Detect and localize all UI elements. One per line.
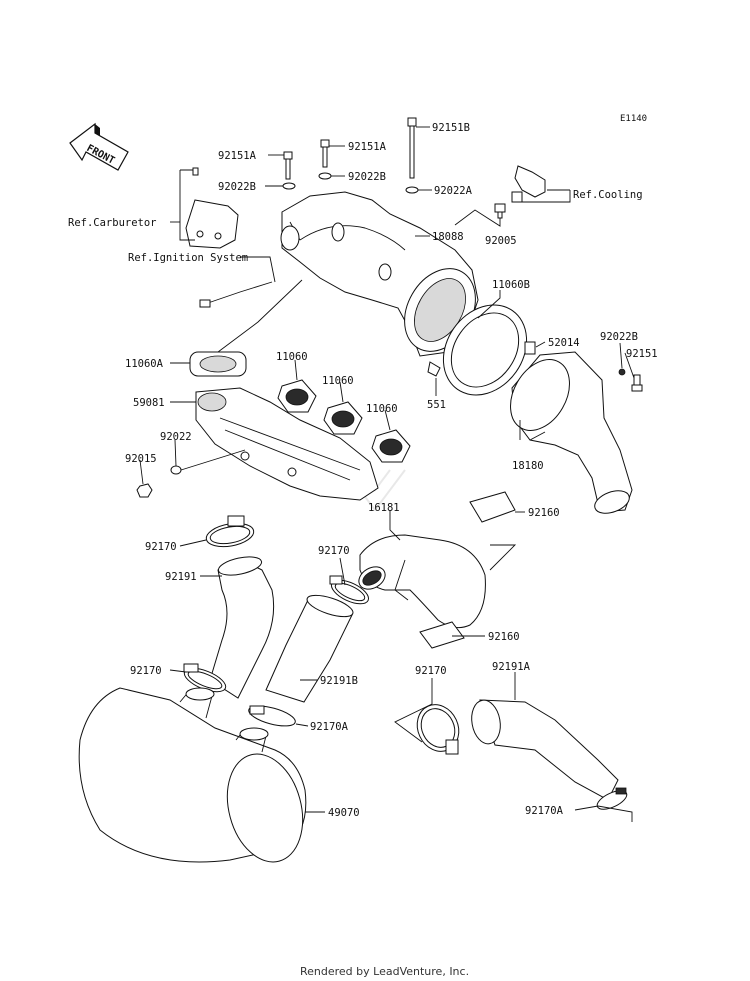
muffler-49070 [78, 687, 307, 863]
label-11060A: 11060A [125, 358, 164, 370]
stud-52014 [524, 341, 536, 355]
label-92151: 92151 [626, 348, 658, 360]
washer-92022 [170, 465, 182, 475]
elbow-18180 [510, 351, 633, 514]
label-92170A-lower: 92170A [525, 805, 564, 817]
label-11060-3: 11060 [366, 403, 398, 415]
label-92170A-mid: 92170A [310, 721, 349, 733]
label-18088: 18088 [432, 231, 464, 243]
pad-92160-upper [469, 491, 516, 523]
label-92015: 92015 [125, 453, 157, 465]
label-551: 551 [427, 399, 446, 411]
chamber-16181 [358, 534, 486, 629]
diagram-code: E1140 [620, 114, 647, 124]
gasket-11060B [442, 304, 528, 396]
clip-551 [427, 361, 441, 377]
nut-92015 [136, 483, 153, 498]
hose-92191B [265, 594, 354, 703]
label-16181: 16181 [368, 502, 400, 514]
label-11060-1: 11060 [276, 351, 308, 363]
label-59081: 59081 [133, 397, 165, 409]
label-92022B-right: 92022B [348, 171, 386, 183]
label-92170-upper: 92170 [145, 541, 177, 553]
label-18180: 18180 [512, 460, 544, 472]
label-92151A-left: 92151A [218, 150, 257, 162]
washer-92022B-elbow [618, 368, 626, 376]
label-92022B-elbow: 92022B [600, 331, 638, 343]
part-labels: 92151B 92151A 92151A 92022B 92022B 92022… [68, 122, 658, 819]
label-92191B: 92191B [320, 675, 358, 687]
hose-92191 [209, 556, 275, 699]
label-ref-ignition: Ref.Ignition System [128, 252, 248, 264]
leader-lines [139, 126, 635, 822]
manifold-59081 [195, 387, 379, 501]
cooling-hose-fitting [511, 165, 546, 203]
label-92005: 92005 [485, 235, 517, 247]
clamp-92170-upper [205, 515, 255, 548]
front-arrow-icon: FRONT [69, 122, 129, 171]
bolt-92151A-right [320, 139, 330, 168]
hose-92191A [471, 699, 619, 801]
clamp-92170A-mid [248, 705, 296, 727]
fitting-92005 [494, 203, 506, 219]
label-49070: 49070 [328, 807, 360, 819]
label-92170-lower: 92170 [130, 665, 162, 677]
gasket-11060-1 [277, 379, 317, 413]
label-11060-2: 11060 [322, 375, 354, 387]
gasket-11060-3 [371, 429, 411, 463]
label-52014: 52014 [548, 337, 580, 349]
washer-92022B-left [282, 182, 296, 190]
carburetor-bracket [185, 199, 239, 249]
label-92151B: 92151B [432, 122, 470, 134]
clamp-92170-middle [329, 575, 370, 605]
small-bolt-carburetor [192, 167, 199, 176]
washer-92022A [405, 186, 419, 194]
bolt-92151A-left [283, 151, 293, 180]
label-92160-lower: 92160 [488, 631, 520, 643]
label-11060B: 11060B [492, 279, 530, 291]
label-ref-carburetor: Ref.Carburetor [68, 217, 157, 229]
label-92170-right: 92170 [415, 665, 447, 677]
washer-92022B-right [318, 172, 332, 180]
ignition-wire [199, 281, 273, 308]
label-92022B-left: 92022B [218, 181, 256, 193]
label-ref-cooling: Ref.Cooling [573, 189, 643, 201]
label-92191: 92191 [165, 571, 197, 583]
label-92022A: 92022A [434, 185, 473, 197]
label-92160-upper: 92160 [528, 507, 560, 519]
bolt-92151B [407, 117, 417, 179]
gasket-11060-2 [323, 401, 363, 435]
label-92151A-right: 92151A [348, 141, 387, 153]
label-92191A: 92191A [492, 661, 531, 673]
clamp-92170-right [416, 704, 460, 755]
exhaust-pipe-18088 [280, 191, 479, 357]
clamp-92170A-lower [596, 787, 628, 810]
gasket-11060A [189, 351, 247, 377]
label-92022: 92022 [160, 431, 192, 443]
label-92170-middle: 92170 [318, 545, 350, 557]
footer-credit: Rendered by LeadVenture, Inc. [300, 965, 469, 978]
pad-92160-lower [419, 621, 465, 649]
bolt-92151-elbow [631, 374, 643, 392]
